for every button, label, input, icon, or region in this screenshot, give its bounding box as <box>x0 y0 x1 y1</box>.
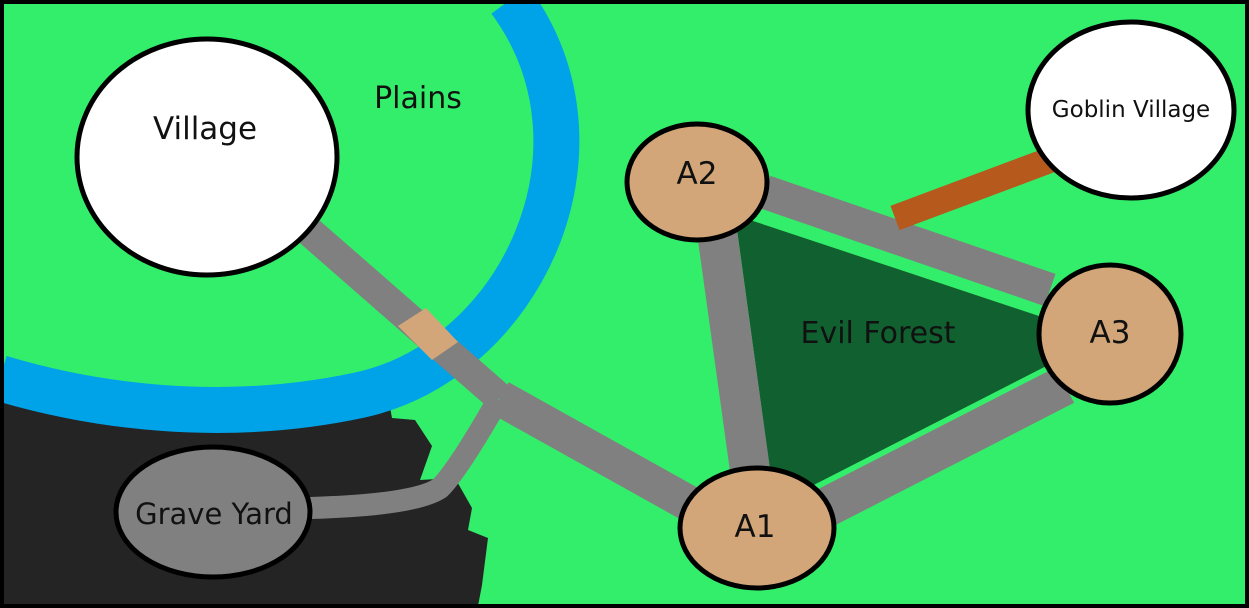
area-a1-marker[interactable]: A1 <box>677 465 837 591</box>
plains-label: Plains <box>374 81 462 116</box>
area-a1-circle <box>677 465 837 591</box>
road-village-to-junction <box>300 220 510 410</box>
road-a3-to-a1 <box>815 367 1075 526</box>
road-network <box>300 175 1075 534</box>
evil-forest-region <box>735 215 1062 492</box>
river <box>0 0 580 433</box>
area-a1-label: A1 <box>735 509 776 545</box>
goblin-village-label: Goblin Village <box>1052 97 1210 123</box>
village-label: Village <box>153 111 257 147</box>
area-a3-circle <box>1036 262 1184 406</box>
goblin-village-circle <box>1025 19 1237 201</box>
grave-yard-circle <box>113 444 313 580</box>
area-a2-marker[interactable]: A2 <box>624 121 770 243</box>
village-circle <box>74 36 340 278</box>
road-junction-to-a1 <box>491 382 724 534</box>
area-a2-label: A2 <box>677 156 718 192</box>
area-a3-label: A3 <box>1090 315 1131 351</box>
evil-forest-label: Evil Forest <box>801 316 956 351</box>
village-marker[interactable]: Village <box>74 36 340 278</box>
grave-yard-marker[interactable]: Grave Yard <box>113 444 313 580</box>
grave-yard-label: Grave Yard <box>135 497 293 531</box>
bridge <box>398 308 458 360</box>
road-to-goblin-village <box>890 147 1055 231</box>
road-a1-to-a2 <box>697 229 770 473</box>
road-junction-to-grave-yard <box>309 394 508 519</box>
road-a2-to-a3 <box>759 175 1056 307</box>
goblin-village-marker[interactable]: Goblin Village <box>1025 19 1237 201</box>
area-a2-circle <box>624 121 770 243</box>
area-a3-marker[interactable]: A3 <box>1036 262 1184 406</box>
